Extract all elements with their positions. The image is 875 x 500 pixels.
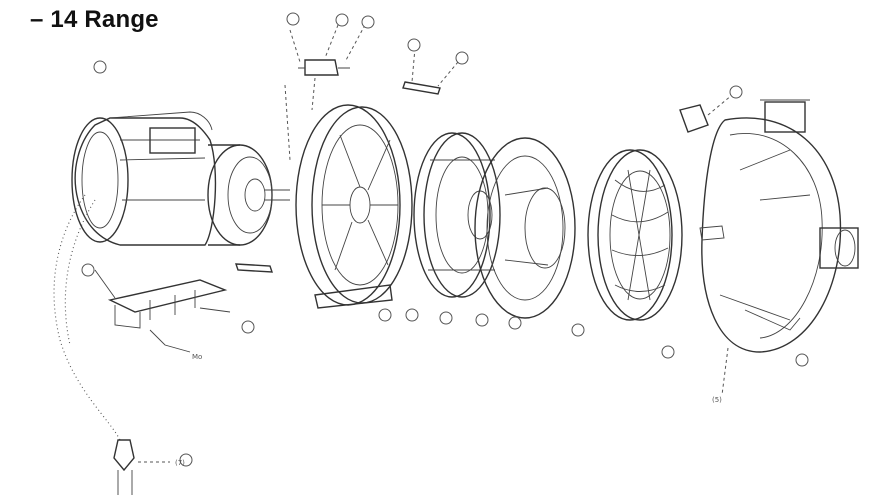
bracket-adapter bbox=[295, 104, 413, 309]
motor bbox=[71, 111, 290, 246]
shaft-stub bbox=[699, 225, 725, 241]
callouts bbox=[81, 12, 809, 467]
impeller bbox=[587, 149, 683, 321]
cable-plug bbox=[113, 439, 170, 495]
top-fittings bbox=[284, 24, 459, 161]
mechanical-seal bbox=[474, 137, 576, 319]
pump-casing bbox=[679, 94, 859, 396]
motor-wires bbox=[53, 194, 121, 441]
terminal-bracket bbox=[94, 269, 231, 353]
motor-tag-label: Mo bbox=[192, 353, 202, 361]
page-title: – 14 Range bbox=[30, 6, 159, 33]
motor-bolt bbox=[235, 263, 273, 273]
seal-plate bbox=[413, 132, 501, 298]
casing-tag-label: (5) bbox=[712, 396, 722, 404]
bottom-tag-label: (7) bbox=[175, 459, 185, 467]
